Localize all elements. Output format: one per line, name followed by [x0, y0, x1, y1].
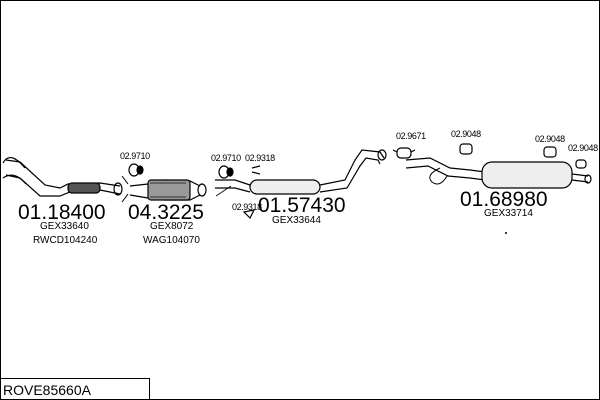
- section-4-number: 01.68980: [460, 188, 548, 211]
- middle-silencer-pipe: [215, 149, 387, 195]
- hanger-4: [242, 209, 256, 220]
- section-2-code-2: WAG104070: [143, 235, 200, 246]
- catalytic-converter: [121, 175, 207, 203]
- hanger-3: [251, 165, 261, 175]
- fitting-label-7: 02.9048: [535, 134, 565, 144]
- hanger-2: [218, 165, 234, 179]
- fitting-label-3: 02.9318: [245, 153, 275, 163]
- rear-silencer: [405, 157, 592, 189]
- front-pipe: [2, 157, 123, 197]
- hanger-8: [575, 159, 587, 169]
- section-1-code-2: RWCD104240: [33, 235, 98, 246]
- fitting-label-1: 02.9710: [120, 151, 150, 161]
- section-3-code-1: GEX33644: [272, 215, 321, 226]
- hanger-7: [543, 146, 557, 158]
- hanger-6: [459, 143, 473, 155]
- hanger-leader: [215, 185, 232, 197]
- section-2-code-1: GEX8072: [150, 221, 194, 232]
- section-4-code-1: GEX33714: [484, 208, 533, 219]
- fitting-label-8: 02.9048: [568, 143, 598, 153]
- hanger-1: [128, 163, 144, 177]
- section-3-number: 01.57430: [258, 194, 346, 217]
- reference-title: ROVE85660A: [3, 382, 91, 398]
- fitting-label-6: 02.9048: [451, 129, 481, 139]
- fitting-label-4: 02.9318: [232, 202, 262, 212]
- reference-dot: [505, 232, 507, 234]
- section-1-number: 01.18400: [18, 201, 106, 224]
- fitting-hangers: [128, 143, 587, 220]
- reference-box: ROVE85660A: [0, 378, 150, 399]
- fitting-label-5: 02.9671: [396, 131, 426, 141]
- hanger-5: [392, 147, 416, 159]
- section-1-code-1: GEX33640: [40, 221, 89, 232]
- section-2-number: 04.3225: [128, 201, 204, 224]
- fitting-label-2: 02.9710: [211, 153, 241, 163]
